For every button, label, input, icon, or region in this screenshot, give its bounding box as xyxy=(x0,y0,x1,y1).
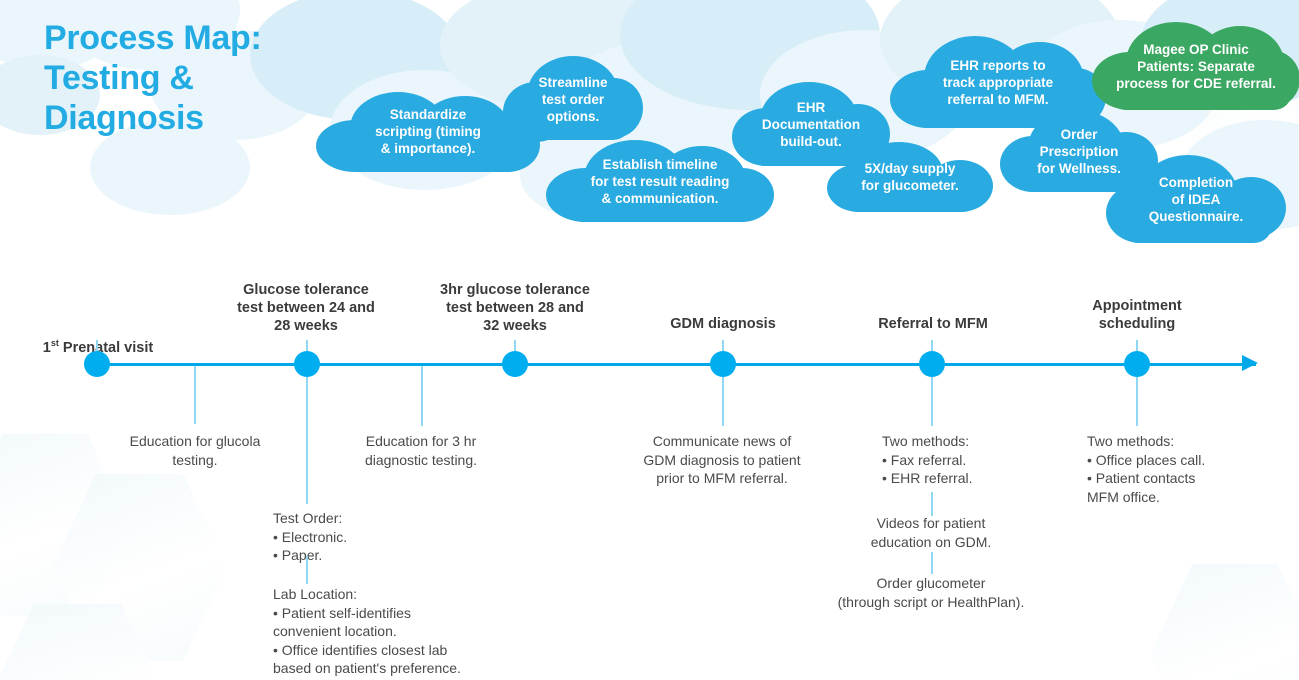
idea-cloud-text: EHR reports to track appropriate referra… xyxy=(942,57,1054,107)
timeline-dot-appointment-scheduling[interactable] xyxy=(1124,351,1150,377)
milestone-stem xyxy=(514,340,516,354)
note-videos-patient-education: Videos for patient education on GDM. xyxy=(870,515,992,550)
ordinal-superscript: st xyxy=(50,338,59,348)
page-title: Process Map: Testing & Diagnosis xyxy=(44,18,374,138)
note-education-glucola: Education for glucola testing. xyxy=(129,433,261,468)
note-stem xyxy=(722,374,724,426)
idea-cloud-glucometer-supply[interactable]: 5X/day supply for glucometer. xyxy=(827,142,993,212)
page-title-line-2: Testing & xyxy=(44,59,194,97)
note-stem xyxy=(931,552,933,574)
milestone-stem xyxy=(931,340,933,354)
milestone-label-glucose-tolerance-28-32: 3hr glucose tolerance test between 28 an… xyxy=(440,282,590,334)
milestone-label-appointment-scheduling: Appointment scheduling xyxy=(1092,298,1182,332)
timeline-axis xyxy=(88,363,1256,366)
idea-cloud-magee-op-clinic[interactable]: Magee OP Clinic Patients: Separate proce… xyxy=(1092,22,1299,110)
timeline-dot-gdm-diagnosis[interactable] xyxy=(710,351,736,377)
note-two-methods-referral: Two methods: • Fax referral. • EHR refer… xyxy=(882,433,973,486)
note-order-glucometer: Order glucometer (through script or Heal… xyxy=(837,575,1025,610)
note-stem xyxy=(306,374,308,504)
page-title-line-1: Process Map: xyxy=(44,19,262,57)
timeline-dot-referral-to-mfm[interactable] xyxy=(919,351,945,377)
hexagon-shape xyxy=(1150,563,1299,680)
idea-cloud-text: 5X/day supply for glucometer. xyxy=(861,161,959,193)
note-stem xyxy=(421,366,423,426)
idea-cloud-text: Standardize scripting (timing & importan… xyxy=(375,106,481,156)
milestone-stem xyxy=(1136,340,1138,354)
idea-cloud-text: Order Prescription for Wellness. xyxy=(1037,126,1121,176)
note-lab-location: Lab Location: • Patient self-identifies … xyxy=(273,586,461,676)
timeline-dot-glucose-tolerance-24-28[interactable] xyxy=(294,351,320,377)
milestone-stem xyxy=(722,340,724,354)
note-stem xyxy=(194,366,196,424)
idea-cloud-ehr-reports[interactable]: EHR reports to track appropriate referra… xyxy=(890,36,1106,128)
note-two-methods-scheduling: Two methods: • Office places call. • Pat… xyxy=(1087,433,1206,505)
note-stem xyxy=(1136,374,1138,426)
milestone-label-first-prenatal-visit: 1st Prenatal visit xyxy=(16,316,180,357)
milestone-stem xyxy=(306,340,308,354)
idea-cloud-ehr-documentation[interactable]: EHR Documentation build-out. xyxy=(732,82,890,166)
idea-cloud-text: Streamline test order options. xyxy=(538,74,608,124)
timeline-dot-first-prenatal-visit[interactable] xyxy=(84,351,110,377)
hexagon-shape xyxy=(52,473,227,662)
milestone-stem xyxy=(96,340,98,354)
timeline-dot-glucose-tolerance-28-32[interactable] xyxy=(502,351,528,377)
note-stem xyxy=(931,492,933,516)
page-title-line-3: Diagnosis xyxy=(44,99,204,137)
idea-cloud-idea-questionnaire[interactable]: Completion of IDEA Questionnaire. xyxy=(1106,155,1286,243)
milestone-label-referral-to-mfm: Referral to MFM xyxy=(878,316,988,332)
timeline-arrow-icon xyxy=(1242,355,1258,371)
note-stem xyxy=(931,374,933,426)
idea-cloud-text: Establish timeline for test result readi… xyxy=(590,156,730,206)
idea-cloud-text: Magee OP Clinic Patients: Separate proce… xyxy=(1116,41,1276,91)
milestone-label-glucose-tolerance-24-28: Glucose tolerance test between 24 and 28… xyxy=(237,282,375,334)
idea-cloud-standardize-scripting[interactable]: Standardize scripting (timing & importan… xyxy=(316,92,540,172)
note-communicate-gdm-news: Communicate news of GDM diagnosis to pat… xyxy=(643,433,801,486)
milestone-label-gdm-diagnosis: GDM diagnosis xyxy=(670,316,776,332)
idea-cloud-establish-timeline[interactable]: Establish timeline for test result readi… xyxy=(546,140,774,222)
idea-cloud-text: Completion of IDEA Questionnaire. xyxy=(1148,174,1244,224)
idea-cloud-streamline-test-order[interactable]: Streamline test order options. xyxy=(503,56,643,142)
milestone-label-suffix: Prenatal visit xyxy=(58,339,154,356)
note-education-3hr: Education for 3 hr diagnostic testing. xyxy=(364,433,478,468)
note-stem xyxy=(306,556,308,584)
idea-cloud-text: EHR Documentation build-out. xyxy=(761,99,861,149)
note-test-order: Test Order: • Electronic. • Paper. xyxy=(273,510,348,563)
milestone-label-prefix: 1 xyxy=(42,339,51,356)
hexagon-shape xyxy=(0,603,165,680)
